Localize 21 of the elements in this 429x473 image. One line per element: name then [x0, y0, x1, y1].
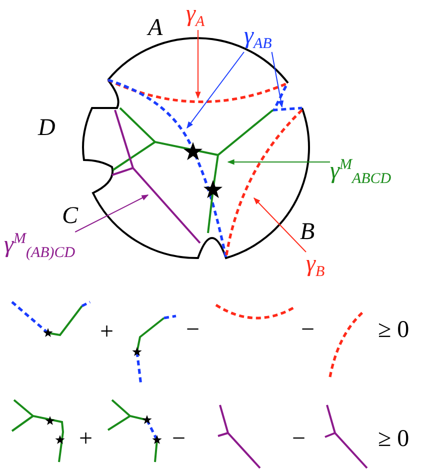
curve-label: γ$_{A}$	[186, 2, 205, 30]
leader-line	[227, 159, 330, 165]
region-label: D	[38, 116, 56, 140]
math-symbol: +	[100, 320, 114, 344]
curve-label: γ$_{AB}$	[244, 24, 272, 52]
math-symbol: ≥ 0	[378, 318, 410, 342]
math-symbol: −	[186, 318, 200, 342]
math-symbol: −	[301, 318, 315, 342]
math-symbol: +	[79, 427, 93, 451]
math-symbol: −	[292, 427, 306, 451]
region-label: B	[300, 220, 315, 244]
math-symbol: ≥ 0	[378, 427, 410, 451]
curve-label: γ$_{B}$	[306, 252, 325, 280]
region-label: C	[62, 204, 78, 228]
leader-line	[254, 198, 306, 252]
leader-line	[186, 52, 244, 129]
leader-line	[271, 52, 284, 108]
region-label: A	[148, 16, 163, 40]
leader-line	[195, 30, 201, 99]
leader-line	[74, 194, 149, 232]
math-symbol: −	[172, 427, 186, 451]
